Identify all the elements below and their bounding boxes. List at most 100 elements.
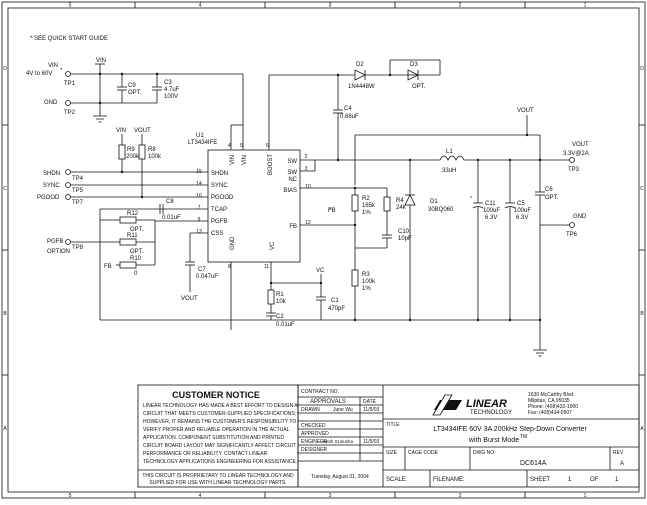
pin-bias: BIAS	[283, 188, 297, 194]
c4-val: 0.68uF	[340, 114, 359, 120]
dwg-no-label: DWG NO	[473, 450, 494, 456]
r8-val: 100k	[148, 154, 162, 160]
c3-val: 4.7uF	[164, 87, 180, 93]
star-mark: *	[60, 68, 63, 74]
col-label: 4	[199, 3, 202, 9]
c10-val: 10pF	[398, 236, 412, 242]
engineer-name: Keith Szolusha	[323, 439, 354, 444]
c5-val: 100uF	[514, 208, 531, 214]
tp3-label: TP3	[568, 167, 580, 173]
input-network: VIN 4V to 60V * TP1 GND TP2 VIN C9 OPT. …	[26, 58, 244, 126]
engineer-date: 11/5/03	[363, 439, 380, 445]
test-point-tp3	[569, 157, 575, 163]
row-label: A	[640, 426, 644, 432]
notice-line: LINEAR TECHNOLOGY HAS MADE A BEST EFFORT…	[143, 403, 298, 409]
pin-num: 12	[305, 220, 311, 226]
notice-line: HOWEVER, IT REMAINS THE CUSTOMER'S RESPO…	[143, 419, 296, 425]
r11-ref: R11	[127, 233, 138, 239]
tp1-label: TP1	[64, 81, 76, 87]
drawing-title: LT3434IFE 60V 3A 200kHz Step-Down Conver…	[433, 426, 587, 433]
quick-start-note: * SEE QUICK START GUIDE	[30, 36, 108, 42]
r9-val: 200k	[126, 154, 140, 160]
polarity-mark: *	[470, 196, 472, 202]
net-sync: SYNC	[43, 183, 60, 189]
d2-ref: D2	[356, 62, 364, 68]
notice-line: CIRCUIT BOARD LAYOUT MAY SIGNIFICANTLY A…	[143, 443, 296, 449]
net-vin: VIN	[48, 63, 58, 69]
resistor-r10	[119, 261, 137, 269]
pin-num: 4	[228, 143, 231, 149]
cage-code-label: CAGE CODE	[408, 450, 439, 456]
test-point-tp6	[569, 222, 575, 228]
pin-sw: SW	[287, 170, 297, 176]
pin-sw: SW	[287, 159, 297, 165]
drawing-subtitle: with Burst Mode	[468, 437, 519, 444]
r9-ref: R9	[127, 147, 135, 153]
c1-val: 470pF	[328, 306, 345, 312]
title-block: CONTRACT NO. APPROVALS DATE DRAWN June W…	[297, 384, 640, 488]
r1-val: 10k	[276, 299, 287, 305]
c1-ref: C1	[331, 298, 339, 304]
test-point-tp4	[65, 169, 71, 175]
c4-ref: C4	[344, 106, 352, 112]
pin-num: 14	[196, 181, 202, 187]
tp8-label: TP8	[72, 245, 84, 251]
print-date: Tuesday, August 31, 2004	[311, 474, 369, 480]
pin-num: 7	[198, 205, 201, 211]
tp7-label: TP7	[72, 200, 84, 206]
d3-val: OPT.	[412, 84, 426, 90]
notice-line: APPLICATION. COMPONENT SUBSTITUTION AND …	[143, 435, 284, 441]
col-label: 3	[329, 493, 332, 499]
notice-line: CIRCUIT THAT MEETS CUSTOMER-SUPPLIED SPE…	[143, 411, 296, 417]
resistor-r1	[267, 289, 275, 305]
resistor-r11	[119, 238, 137, 246]
drawn-date: 11/5/03	[363, 407, 380, 413]
col-label: 5	[69, 3, 72, 9]
resistor-r2	[351, 194, 359, 212]
pin-num: 16	[196, 193, 202, 199]
net-fb: FB	[328, 208, 336, 214]
resistor-r9	[118, 144, 126, 160]
tp6-label: TP6	[566, 232, 578, 238]
test-point-tp7	[65, 194, 71, 200]
l1-val: 33uH	[442, 168, 456, 174]
drawn-label: DRAWN	[301, 407, 320, 413]
drawn-by: June Wu	[333, 407, 353, 413]
ic-part: LT3434IFE	[188, 140, 217, 146]
r11-val: OPT.	[130, 249, 144, 255]
pin-num: 10	[305, 184, 311, 190]
pin-boost: BOOST	[268, 154, 274, 175]
col-label: 1	[584, 3, 587, 9]
r4-ref: R4	[396, 198, 404, 204]
control-signals: VIN VOUT R9 200k R8 100k SHDN TP4 SYNC T…	[37, 128, 540, 321]
ground-symbol	[533, 349, 547, 357]
test-point-tp5	[65, 182, 71, 188]
pin-num: 6	[266, 143, 269, 149]
c8-ref: C8	[166, 199, 174, 205]
diode-d2	[354, 69, 366, 81]
c5-ref: C5	[517, 201, 525, 207]
pin-css: CSS	[211, 231, 223, 237]
c11-voltage: 6.3V	[485, 215, 497, 221]
d1-ref: D1	[430, 199, 438, 205]
customer-notice: CUSTOMER NOTICE LINEAR TECHNOLOGY HAS MA…	[137, 384, 299, 488]
row-label: A	[3, 426, 7, 432]
resistor-r4	[383, 196, 391, 212]
notice-line: PERFORMANCE OR RELIABILITY. CONTACT LINE…	[143, 451, 268, 457]
net-vc: VC	[316, 268, 325, 274]
size-label: SIZE	[386, 450, 398, 456]
c10-ref: C10	[398, 229, 410, 235]
pin-sync: SYNC	[211, 183, 228, 189]
of-label: OF	[590, 477, 599, 483]
trademark: TM	[520, 434, 527, 440]
row-label: B	[3, 311, 7, 317]
r2-val: 165k	[362, 203, 376, 209]
pin-pgood: PGOOD	[211, 195, 234, 201]
net-vout: VOUT	[572, 142, 589, 148]
net-vout: VOUT	[517, 108, 534, 114]
c2-val: 0.01uF	[276, 322, 295, 328]
c2-ref: C2	[276, 314, 284, 320]
address-line: Milpitas, CA 95035	[528, 398, 570, 404]
dwg-no: DC614A	[520, 460, 547, 467]
